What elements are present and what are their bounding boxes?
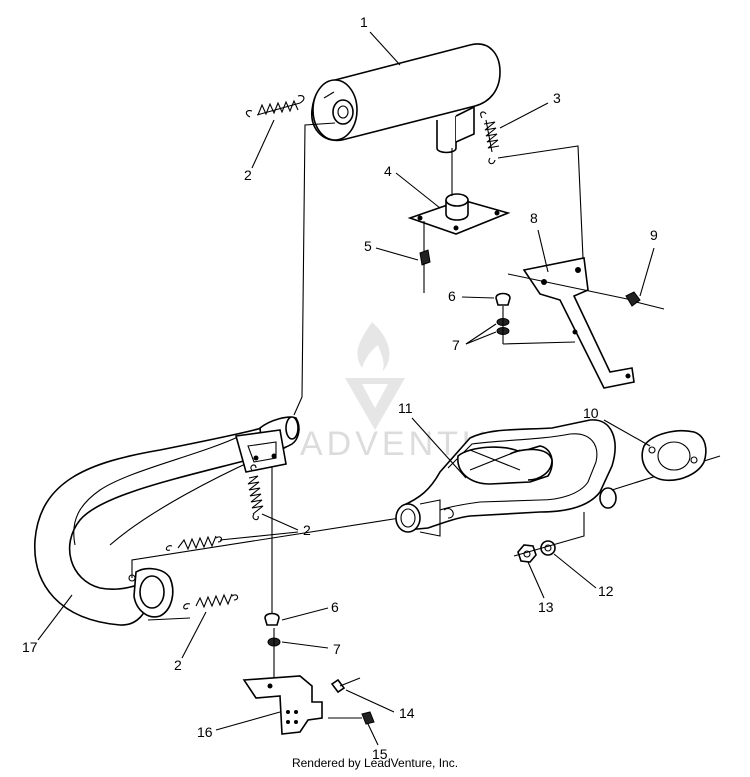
callout-6-lower: 6 xyxy=(331,599,339,615)
nut-13 xyxy=(517,544,537,563)
grommet-lower xyxy=(264,466,281,688)
callout-8: 8 xyxy=(530,210,538,226)
callout-5: 5 xyxy=(364,238,372,254)
callout-3: 3 xyxy=(553,90,561,106)
callout-2-lower: 2 xyxy=(174,657,182,673)
callout-9: 9 xyxy=(650,227,658,243)
bolt-15 xyxy=(328,711,375,725)
footer-credit: Rendered by LeadVenture, Inc. xyxy=(291,756,459,770)
mount-plate xyxy=(407,148,511,235)
spring-lower xyxy=(183,593,239,610)
bracket-8 xyxy=(507,257,635,389)
spring-top xyxy=(245,95,305,118)
callout-14: 14 xyxy=(399,705,415,721)
callout-4: 4 xyxy=(384,163,392,179)
callout-12: 12 xyxy=(598,583,614,599)
callout-7-upper: 7 xyxy=(452,337,460,353)
grommet-upper xyxy=(495,292,576,345)
gasket xyxy=(641,430,707,482)
callout-2-middle: 2 xyxy=(303,522,311,538)
callout-6-upper: 6 xyxy=(448,288,456,304)
callout-7-lower: 7 xyxy=(333,641,341,657)
bolt-5 xyxy=(419,221,431,293)
bracket-16 xyxy=(242,675,323,735)
callout-11: 11 xyxy=(398,400,413,416)
callout-15: 15 xyxy=(372,746,388,762)
springs-middle xyxy=(165,464,264,551)
muffler xyxy=(311,43,501,154)
header-pipe xyxy=(34,416,300,626)
bolt-14 xyxy=(330,677,361,694)
callout-2-top: 2 xyxy=(244,167,252,183)
bolt-9 xyxy=(625,291,665,310)
callout-16: 16 xyxy=(197,724,213,740)
callout-17: 17 xyxy=(22,639,38,655)
spring-3 xyxy=(480,111,500,165)
callout-10: 10 xyxy=(583,405,599,421)
callout-13: 13 xyxy=(538,599,554,615)
callout-1: 1 xyxy=(360,14,368,30)
